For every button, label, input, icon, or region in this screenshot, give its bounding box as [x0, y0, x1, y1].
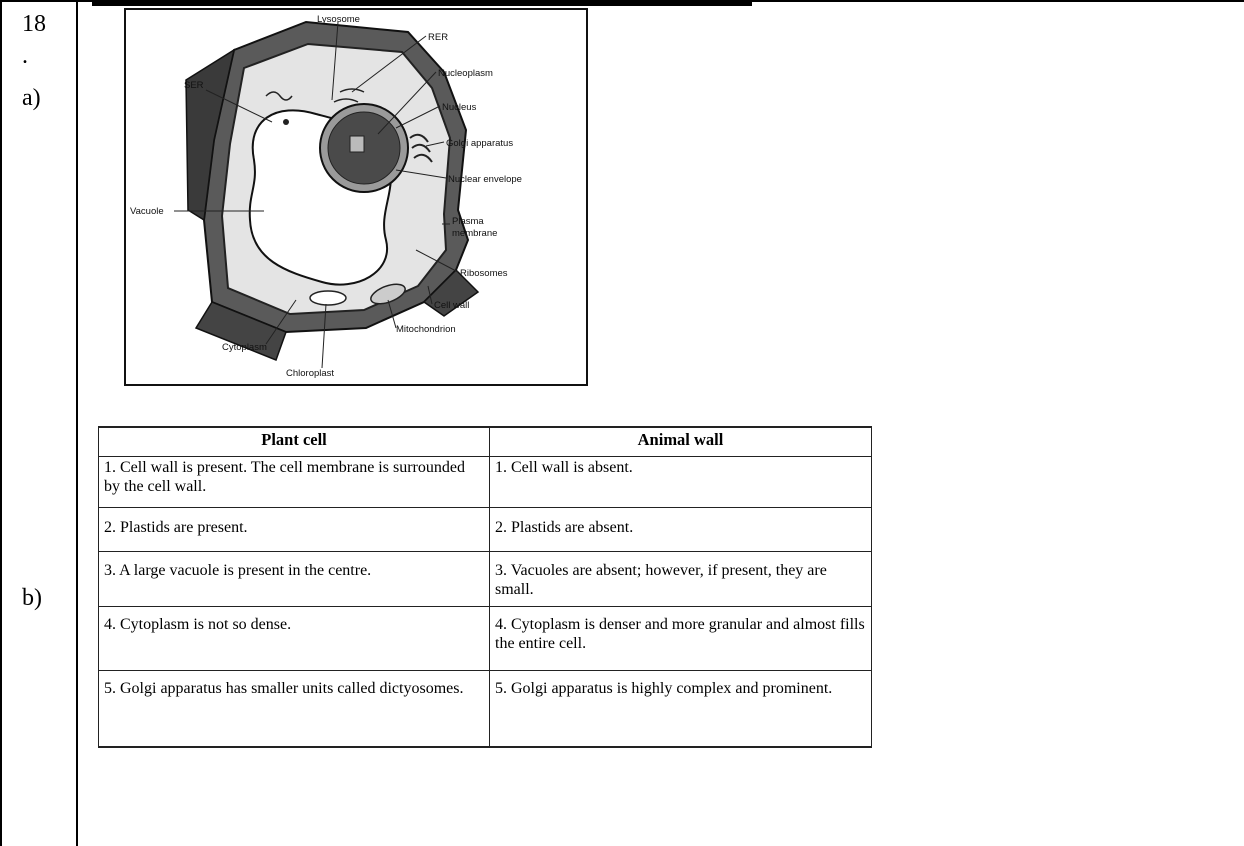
label-cytoplasm: Cytoplasm [222, 342, 267, 353]
label-cell-wall: Cell wall [434, 300, 469, 311]
label-nucleus: Nucleus [442, 102, 477, 113]
previous-row-underline [92, 0, 752, 6]
label-mitochondrion: Mitochondrion [396, 324, 456, 335]
table-cell: 1. Cell wall is present. The cell membra… [99, 457, 490, 508]
label-chloroplast: Chloroplast [286, 368, 334, 379]
chloroplast-shape [310, 291, 346, 305]
table-cell: 2. Plastids are absent. [490, 508, 872, 552]
table-cell: 4. Cytoplasm is denser and more granular… [490, 607, 872, 671]
label-ribosomes: Ribosomes [460, 268, 508, 279]
label-lysosome: Lysosome [317, 14, 360, 25]
lysosome-shape [283, 119, 289, 125]
page-left-border [0, 0, 2, 846]
table-cell: 5. Golgi apparatus has smaller units cal… [99, 671, 490, 748]
question-number-dot: . [22, 42, 28, 70]
table-header-row: Plant cell Animal wall [99, 427, 872, 457]
label-golgi-apparatus: Golgi apparatus [446, 138, 513, 149]
table-row: 3. A large vacuole is present in the cen… [99, 552, 872, 607]
table-row: 1. Cell wall is present. The cell membra… [99, 457, 872, 508]
part-b-label: b) [22, 584, 42, 612]
table-row: 2. Plastids are present. 2. Plastids are… [99, 508, 872, 552]
nucleolus-shape [350, 136, 364, 152]
label-plasma: Plasma [452, 216, 484, 227]
table-row: 5. Golgi apparatus has smaller units cal… [99, 671, 872, 748]
table-cell: 3. Vacuoles are absent; however, if pres… [490, 552, 872, 607]
label-nuclear-envelope: Nuclear envelope [448, 174, 522, 185]
label-ser: SER [184, 80, 204, 91]
table-cell: 4. Cytoplasm is not so dense. [99, 607, 490, 671]
label-vacuole: Vacuole [130, 206, 164, 217]
label-membrane: membrane [452, 228, 497, 239]
table-cell: 1. Cell wall is absent. [490, 457, 872, 508]
header-plant-cell: Plant cell [99, 427, 490, 457]
table-cell: 5. Golgi apparatus is highly complex and… [490, 671, 872, 748]
table-cell: 2. Plastids are present. [99, 508, 490, 552]
header-animal-wall: Animal wall [490, 427, 872, 457]
table-row: 4. Cytoplasm is not so dense. 4. Cytopla… [99, 607, 872, 671]
label-rer: RER [428, 32, 448, 43]
plant-cell-drawing: Lysosome RER SER Nucleoplasm Nucleus Gol… [126, 10, 586, 384]
question-number: 18 [22, 10, 46, 38]
table-cell: 3. A large vacuole is present in the cen… [99, 552, 490, 607]
plant-vs-animal-table: Plant cell Animal wall 1. Cell wall is p… [98, 426, 872, 748]
part-a-label: a) [22, 84, 41, 112]
question-column-divider [76, 0, 78, 846]
plant-cell-diagram: Lysosome RER SER Nucleoplasm Nucleus Gol… [124, 8, 588, 386]
label-nucleoplasm: Nucleoplasm [438, 68, 493, 79]
